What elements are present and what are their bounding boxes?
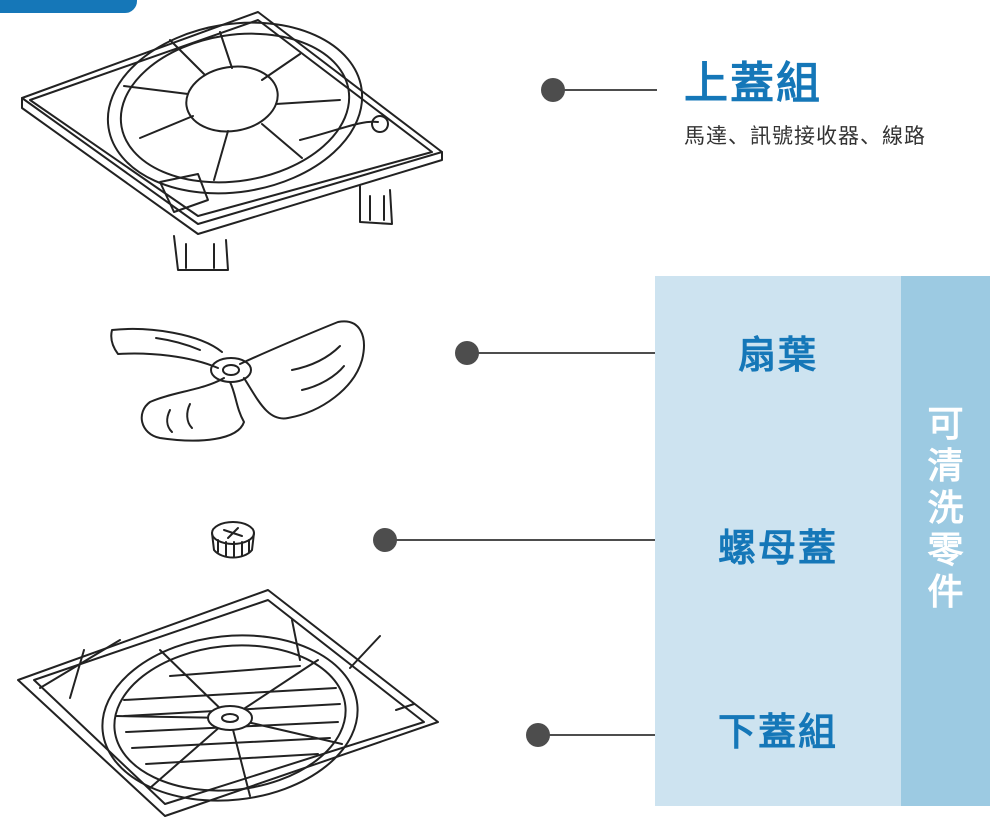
bottom-assembly-label: 下蓋組 (717, 710, 838, 754)
nut-cover-connector-line (385, 539, 655, 541)
washable-parts-panel (655, 276, 901, 806)
top-assembly-title: 上蓋組 (684, 58, 822, 109)
washable-parts-title-char: 清 (927, 446, 964, 488)
washable-parts-title: 可 清 洗 零 件 (901, 404, 990, 615)
fan-blade-label: 扇葉 (737, 333, 818, 377)
nut-cover-label: 螺母蓋 (717, 526, 838, 570)
top-assembly-description: 馬達、訊號接收器、線路 (684, 124, 926, 148)
washable-parts-title-char: 件 (927, 572, 964, 614)
corner-tab (0, 0, 137, 13)
washable-parts-title-char: 可 (927, 404, 964, 445)
bottom-assembly-connector-line (538, 734, 655, 736)
fan-blade-drawing (110, 320, 365, 442)
top-cover-assembly-drawing (21, 11, 443, 271)
washable-parts-title-char: 零 (927, 530, 964, 572)
nut-cover-drawing (211, 521, 255, 559)
bottom-cover-assembly-drawing (17, 589, 439, 817)
washable-parts-header-band (901, 276, 990, 806)
washable-parts-title-char: 洗 (927, 488, 964, 530)
fan-blade-connector-line (467, 352, 655, 354)
top-assembly-connector-line (553, 89, 657, 91)
